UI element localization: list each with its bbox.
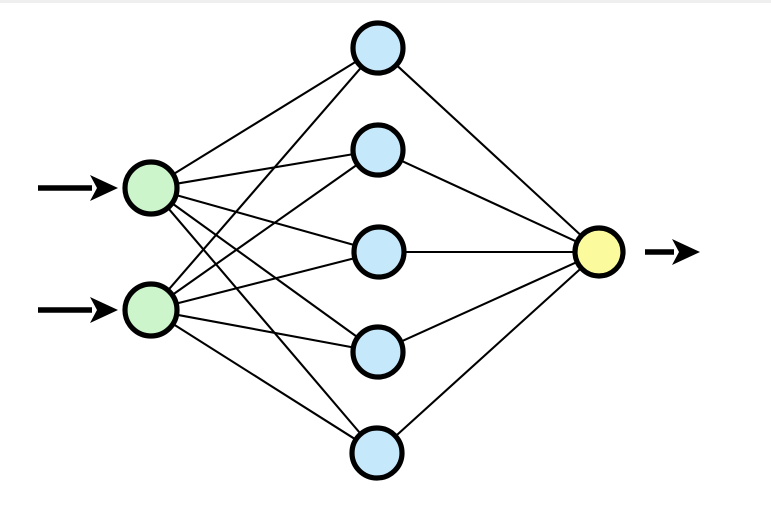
input-arrow-top [38, 175, 118, 201]
io-arrow-layer [38, 175, 700, 323]
node-hidden-5[interactable] [349, 425, 405, 481]
input-arrow-bottom-head [90, 297, 118, 323]
input-arrow-bottom [38, 297, 118, 323]
output-arrow-head [672, 239, 700, 265]
connection-edge [174, 313, 356, 349]
node-input-1[interactable] [122, 159, 180, 217]
edge-layer [166, 59, 584, 442]
node-layer [122, 20, 626, 481]
connection-edge [170, 201, 360, 340]
input-arrow-top-head [90, 175, 118, 201]
connection-edge [171, 322, 358, 442]
connection-edge [394, 63, 584, 238]
connection-edge [171, 59, 359, 177]
connection-edge [170, 162, 360, 297]
connection-edge [174, 193, 357, 247]
connection-edge [398, 260, 579, 344]
node-hidden-3[interactable] [351, 224, 407, 280]
connection-edge [174, 152, 355, 185]
connection-edge [393, 266, 584, 439]
connection-edge [174, 256, 357, 305]
connection-edge [166, 205, 363, 436]
node-hidden-4[interactable] [350, 324, 406, 380]
node-hidden-2[interactable] [350, 122, 406, 178]
node-input-2[interactable] [122, 281, 180, 339]
connection-edge [166, 65, 364, 293]
node-output-1[interactable] [572, 225, 626, 279]
connection-edge [398, 158, 580, 244]
output-arrow [645, 239, 700, 265]
node-hidden-1[interactable] [350, 20, 406, 76]
